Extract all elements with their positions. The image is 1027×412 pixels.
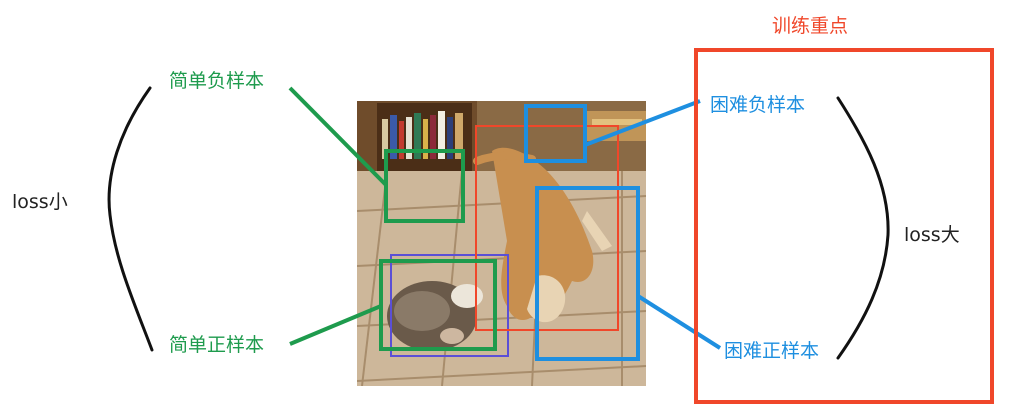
easy-positive-connector	[289, 304, 382, 346]
left-brace	[107, 86, 154, 352]
loss-small-label: loss小	[12, 191, 68, 213]
right-brace	[836, 96, 890, 360]
easy-positive-box	[379, 259, 497, 351]
focus-title: 训练重点	[772, 15, 849, 37]
hard-negative-box	[524, 104, 587, 163]
easy-negative-connector	[288, 86, 388, 187]
cat-ground-truth-box	[390, 254, 509, 357]
dog-ground-truth-box	[475, 125, 619, 331]
focus-box	[694, 48, 994, 404]
hard-positive-connector	[636, 294, 722, 350]
hard-negative-label: 困难负样本	[710, 94, 806, 116]
loss-large-label: loss大	[904, 224, 960, 246]
hard-positive-label: 困难正样本	[724, 340, 820, 362]
easy-positive-label: 简单正样本	[169, 334, 265, 356]
easy-negative-box	[384, 149, 465, 223]
hard-positive-box	[535, 186, 640, 361]
hard-negative-connector	[584, 99, 701, 147]
easy-negative-label: 简单负样本	[169, 70, 265, 92]
